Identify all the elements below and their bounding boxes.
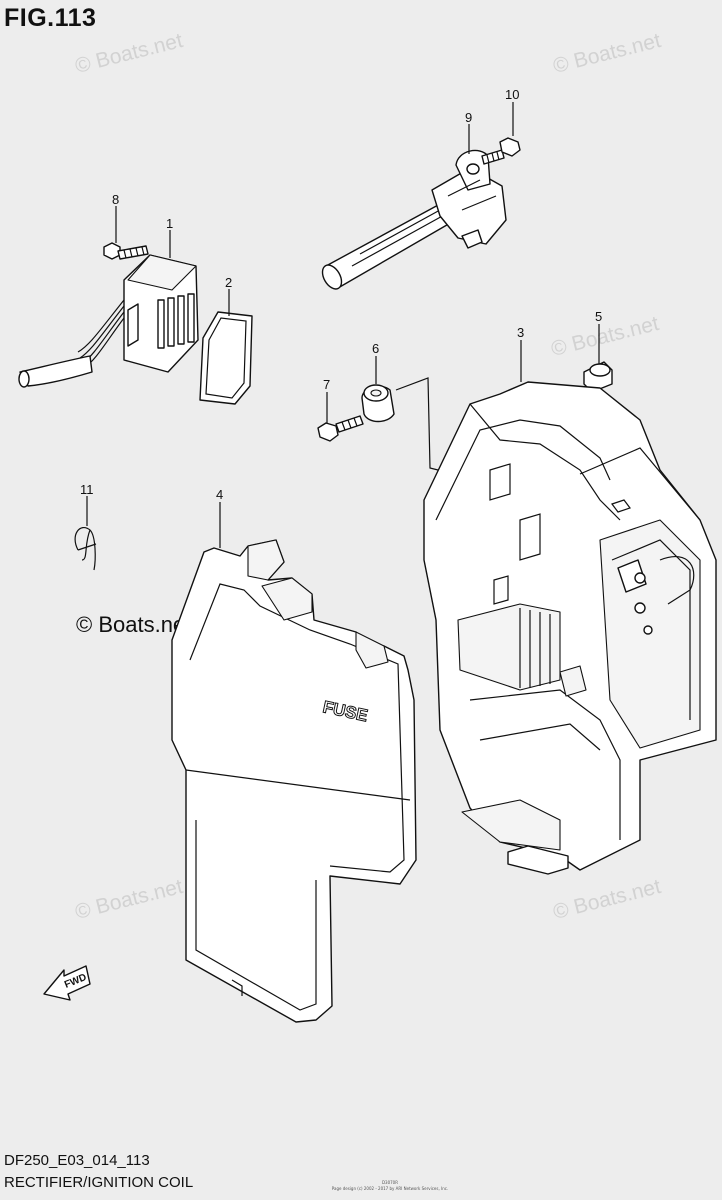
diagram-name: RECTIFIER/IGNITION COIL [4,1174,194,1191]
fwd-arrow-icon: FWD [43,965,91,1001]
part-11-clip[interactable] [74,527,97,571]
figure-title: FIG.113 [4,4,97,32]
diagram-code: DF250_E03_014_113 [4,1152,150,1169]
part-4-fuse-cover[interactable] [171,539,417,1023]
part-9-ignition-coil[interactable] [319,149,507,292]
part-6-collar[interactable] [361,384,395,423]
fuse-label: FUSE [321,697,369,725]
credit-line-2: Page design (c) 2002 - 2017 by ARI Netwo… [331,1186,449,1191]
callout-7: 7 [323,377,330,392]
callout-5: 5 [595,309,602,324]
credit-text: D3070R Page design (c) 2002 - 2017 by AR… [330,1180,450,1192]
part-3-bracket[interactable] [423,381,717,875]
callout-2: 2 [225,275,232,290]
callout-1: 1 [166,216,173,231]
callout-leaders [86,102,600,548]
part-10-bolt[interactable] [481,137,521,165]
callout-11: 11 [80,482,94,497]
credit-line-1: D3070R [381,1180,399,1185]
callout-3: 3 [517,325,524,340]
callout-6: 6 [372,341,379,356]
callout-4: 4 [216,487,223,502]
part-8-bolt[interactable] [103,242,149,260]
callout-10: 10 [505,87,519,102]
callout-9: 9 [465,110,472,125]
part-1-rectifier[interactable] [18,254,199,388]
part-7-bolt[interactable] [317,415,364,442]
watermark-main: © Boats.net [76,612,192,637]
callout-8: 8 [112,192,119,207]
callouts: 1 2 3 4 5 6 7 8 9 10 11 [80,87,602,502]
part-5-grommet[interactable] [583,361,613,393]
part-2-gasket[interactable] [199,311,253,405]
